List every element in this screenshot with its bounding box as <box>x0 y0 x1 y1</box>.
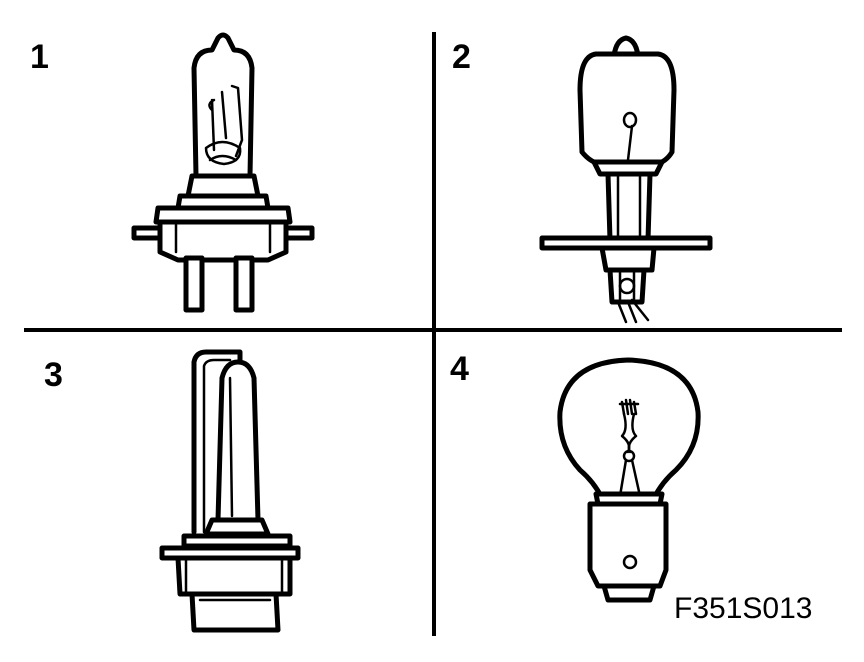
bulb-3-drawing <box>159 349 301 633</box>
panel-number-1: 1 <box>30 38 49 76</box>
figure-code: F351S013 <box>674 592 813 625</box>
panel-number-3: 3 <box>44 356 63 394</box>
bulb-2-drawing <box>539 35 713 324</box>
bulb-1-drawing <box>131 32 315 313</box>
panel-number-2: 2 <box>452 38 471 76</box>
bulb-4-drawing <box>557 357 701 603</box>
panel-number-4: 4 <box>450 350 469 388</box>
